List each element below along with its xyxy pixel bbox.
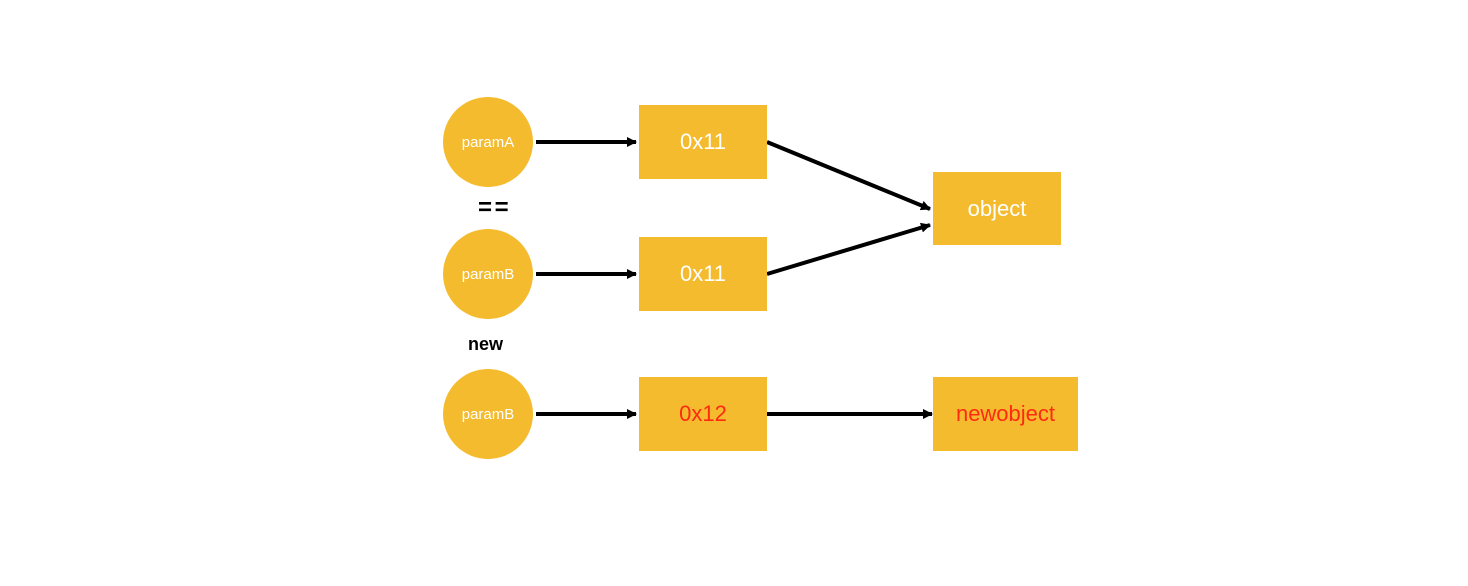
address-node-1: 0x11 <box>639 105 767 179</box>
variable-node-new-paramB: paramB <box>443 369 533 459</box>
address-label: 0x11 <box>679 129 727 154</box>
address-label: 0x11 <box>679 261 727 286</box>
address-node-3: 0x12 <box>639 377 767 451</box>
equality-marker: = = <box>478 194 509 221</box>
variable-node-paramA: paramA <box>443 97 533 187</box>
variable-label: paramB <box>461 405 515 423</box>
newobject-label: newobject <box>955 401 1056 426</box>
arrow-address1-to-object <box>766 140 931 211</box>
address-label: 0x12 <box>679 401 727 426</box>
variable-label: paramA <box>461 133 515 151</box>
newobject-node: newobject <box>933 377 1078 451</box>
new-label: new <box>468 334 504 354</box>
object-label: object <box>967 195 1027 221</box>
object-node: object <box>933 172 1061 245</box>
address-node-2: 0x11 <box>639 237 767 311</box>
arrow-address2-to-object <box>766 222 931 276</box>
variable-node-paramB: paramB <box>443 229 533 319</box>
variable-label: paramB <box>461 265 515 283</box>
